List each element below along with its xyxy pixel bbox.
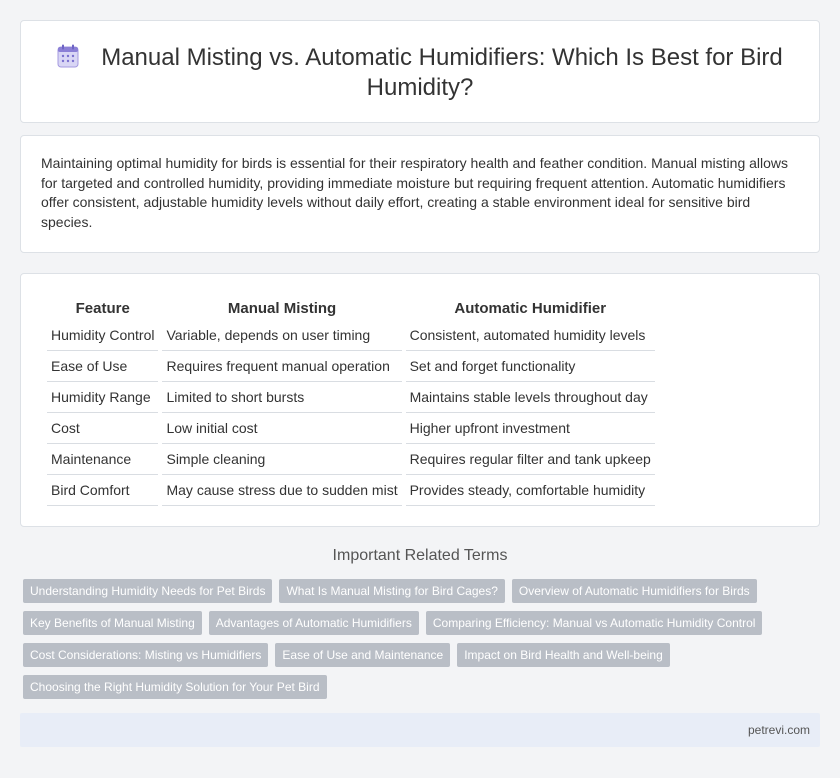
comparison-card: Feature Manual Misting Automatic Humidif…	[20, 273, 820, 527]
table-cell: Requires regular filter and tank upkeep	[405, 444, 655, 475]
table-cell: Variable, depends on user timing	[162, 320, 402, 351]
table-cell: Consistent, automated humidity levels	[405, 320, 655, 351]
column-header: Feature	[75, 299, 130, 317]
related-term-tag[interactable]: What Is Manual Misting for Bird Cages?	[279, 579, 505, 603]
related-term-tag[interactable]: Choosing the Right Humidity Solution for…	[23, 675, 327, 699]
table-row: Maintenance Simple cleaning Requires reg…	[47, 444, 655, 475]
column-header: Automatic Humidifier	[454, 299, 607, 317]
table-cell: Ease of Use	[47, 351, 159, 382]
table-cell: Cost	[47, 413, 159, 444]
table-cell: Simple cleaning	[162, 444, 402, 475]
table-cell: Requires frequent manual operation	[162, 351, 402, 382]
related-terms-heading: Important Related Terms	[332, 547, 508, 564]
intro-paragraph: Maintaining optimal humidity for birds i…	[41, 155, 789, 230]
table-cell: Humidity Control	[47, 320, 159, 351]
related-term-tag[interactable]: Cost Considerations: Misting vs Humidifi…	[23, 643, 269, 667]
title-card: Manual Misting vs. Automatic Humidifiers…	[20, 20, 820, 123]
table-cell: Set and forget functionality	[405, 351, 655, 382]
column-header: Manual Misting	[227, 299, 337, 317]
related-term-tag[interactable]: Overview of Automatic Humidifiers for Bi…	[511, 579, 757, 603]
related-term-tag[interactable]: Comparing Efficiency: Manual vs Automati…	[425, 611, 763, 635]
table-cell: Low initial cost	[162, 413, 402, 444]
related-term-tag[interactable]: Impact on Bird Health and Well-being	[457, 643, 670, 667]
page-title-text: Manual Misting vs. Automatic Humidifiers…	[101, 44, 783, 101]
related-term-tag[interactable]: Advantages of Automatic Humidifiers	[208, 611, 419, 635]
footer-site-link[interactable]: petrevi.com	[747, 723, 810, 737]
related-term-tag[interactable]: Ease of Use and Maintenance	[275, 643, 451, 667]
table-cell: May cause stress due to sudden mist	[162, 475, 402, 506]
table-cell: Higher upfront investment	[405, 413, 655, 444]
table-cell: Humidity Range	[47, 382, 159, 413]
table-header-row: Feature Manual Misting Automatic Humidif…	[47, 296, 655, 320]
related-term-tag[interactable]: Understanding Humidity Needs for Pet Bir…	[23, 579, 273, 603]
table-row: Humidity Control Variable, depends on us…	[47, 320, 655, 351]
table-row: Humidity Range Limited to short bursts M…	[47, 382, 655, 413]
table-row: Cost Low initial cost Higher upfront inv…	[47, 413, 655, 444]
page-title: Manual Misting vs. Automatic Humidifiers…	[21, 43, 819, 103]
intro-card: Maintaining optimal humidity for birds i…	[20, 135, 820, 253]
comparison-table: Feature Manual Misting Automatic Humidif…	[43, 296, 659, 506]
related-term-tag[interactable]: Key Benefits of Manual Misting	[23, 611, 202, 635]
table-row: Bird Comfort May cause stress due to sud…	[47, 475, 655, 506]
table-cell: Maintenance	[47, 444, 159, 475]
footer: petrevi.com	[20, 713, 820, 747]
table-row: Ease of Use Requires frequent manual ope…	[47, 351, 655, 382]
calendar-icon	[57, 44, 79, 68]
table-cell: Limited to short bursts	[162, 382, 402, 413]
table-cell: Provides steady, comfortable humidity	[405, 475, 655, 506]
table-cell: Bird Comfort	[47, 475, 159, 506]
related-terms-list: Understanding Humidity Needs for Pet Bir…	[23, 579, 783, 699]
table-cell: Maintains stable levels throughout day	[405, 382, 655, 413]
